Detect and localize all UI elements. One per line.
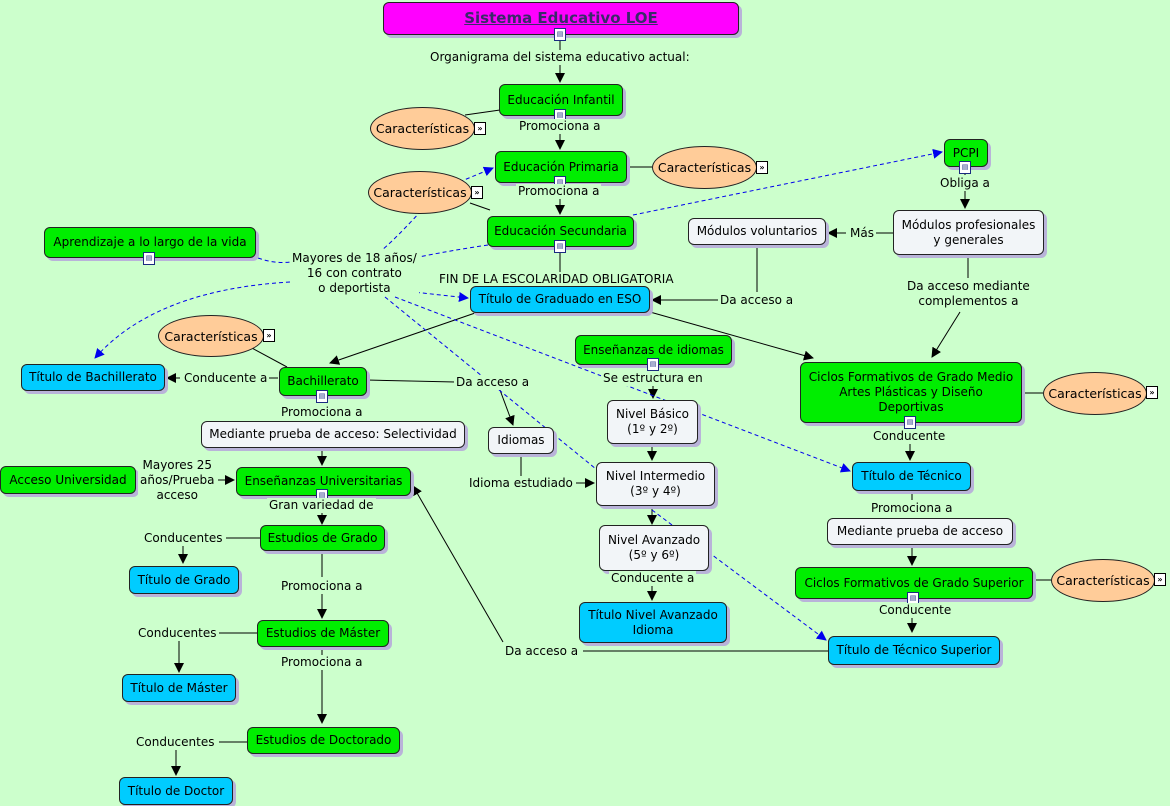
node-titulo-bachillerato[interactable]: Título de Bachillerato [21,364,165,391]
oval-caracteristicas-cf-superior[interactable]: Características [1051,559,1155,602]
label-mayores-25: Mayores 25 años/Prueba acceso [138,458,217,503]
label-da-acceso-universidad: Da acceso a [503,644,581,659]
label-se-estructura: Se estructura en [601,371,705,386]
label-organigrama: Organigrama del sistema educativo actual… [428,50,692,65]
node-titulo-tecnico-superior[interactable]: Título de Técnico Superior [828,636,1000,665]
expand-chevron-icon[interactable]: » [471,186,483,199]
label-da-acceso-complementos: Da acceso mediante complementos a [905,279,1032,309]
document-icon[interactable]: ▤ [143,252,155,265]
label-conducente-cf-medio: Conducente [871,429,948,444]
expand-chevron-icon[interactable]: » [1146,386,1158,399]
node-estudios-master[interactable]: Estudios de Máster [257,620,389,647]
label-promociona-infantil: Promociona a [517,119,603,134]
oval-caracteristicas-infantil[interactable]: Características [370,107,475,150]
expand-chevron-icon[interactable]: » [1154,573,1166,586]
label-gran-variedad: Gran variedad de [267,498,376,513]
document-icon[interactable]: ▤ [647,358,659,371]
node-titulo-doctor[interactable]: Título de Doctor [119,777,233,805]
label-da-acceso-eso: Da acceso a [718,293,796,308]
label-promociona-grado: Promociona a [279,579,365,594]
oval-caracteristicas-bachillerato[interactable]: Características [158,315,264,357]
label-da-acceso-idiomas: Da acceso a [454,375,532,390]
label-idioma-estudiado: Idioma estudiado [467,476,575,491]
label-conducente-avanzado: Conducente a [609,571,697,586]
document-icon[interactable]: ▤ [959,161,971,174]
node-titulo-grado[interactable]: Título de Grado [129,566,239,594]
label-obliga: Obliga a [938,176,992,191]
node-nivel-intermedio[interactable]: Nivel Intermedio (3º y 4º) [596,462,715,506]
node-nivel-avanzado[interactable]: Nivel Avanzado (5º y 6º) [599,525,709,571]
node-nivel-basico[interactable]: Nivel Básico (1º y 2º) [607,400,698,444]
node-educacion-infantil[interactable]: Educación Infantil [499,84,623,116]
label-conducentes-grado: Conducentes [142,531,225,546]
node-selectividad[interactable]: Mediante prueba de acceso: Selectividad [201,421,465,448]
expand-chevron-icon[interactable]: » [756,161,768,174]
label-conducente-bachillerato: Conducente a [182,371,270,386]
node-estudios-grado[interactable]: Estudios de Grado [260,525,385,551]
oval-caracteristicas-primaria[interactable]: Características [652,146,757,189]
expand-chevron-icon[interactable]: » [474,122,486,135]
node-estudios-doctorado[interactable]: Estudios de Doctorado [247,727,400,754]
label-conducentes-master: Conducentes [136,626,219,641]
document-icon[interactable]: ▤ [316,390,328,403]
label-conducente-cf-superior: Conducente [877,603,954,618]
label-fin-escolaridad: FIN DE LA ESCOLARIDAD OBLIGATORIA [437,272,676,287]
node-titulo-tecnico[interactable]: Título de Técnico [852,462,971,491]
document-icon[interactable]: ▤ [904,416,916,429]
node-titulo-graduado-eso[interactable]: Título de Graduado en ESO [470,286,650,313]
node-titulo-master[interactable]: Título de Máster [122,674,236,702]
node-pcpi[interactable]: PCPI [944,139,988,167]
label-promociona-tecnico: Promociona a [869,501,955,516]
oval-caracteristicas-cf-medio[interactable]: Características [1043,372,1147,415]
label-promociona-master: Promociona a [279,655,365,670]
node-prueba-acceso[interactable]: Mediante prueba de acceso [827,518,1013,545]
oval-caracteristicas-secundaria[interactable]: Características [368,171,472,214]
node-titulo-nivel-avanzado[interactable]: Título Nivel Avanzado Idioma [579,602,727,643]
node-modulos-profesionales[interactable]: Módulos profesionales y generales [893,210,1044,255]
node-ciclos-grado-medio[interactable]: Ciclos Formativos de Grado Medio Artes P… [800,362,1022,423]
label-conducentes-doctorado: Conducentes [134,735,217,750]
node-idiomas[interactable]: Idiomas [488,427,554,454]
label-promociona-bachillerato: Promociona a [279,405,365,420]
label-promociona-primaria: Promociona a [516,184,602,199]
document-icon[interactable]: ▤ [554,28,566,41]
label-mas: Más [848,226,876,241]
document-icon[interactable]: ▤ [554,240,566,253]
node-modulos-voluntarios[interactable]: Módulos voluntarios [688,218,826,245]
node-educacion-primaria[interactable]: Educación Primaria [495,151,627,183]
node-acceso-universidad[interactable]: Acceso Universidad [0,466,136,494]
label-mayores-18: Mayores de 18 años/ 16 con contrato o de… [290,251,419,296]
expand-chevron-icon[interactable]: » [263,329,275,342]
